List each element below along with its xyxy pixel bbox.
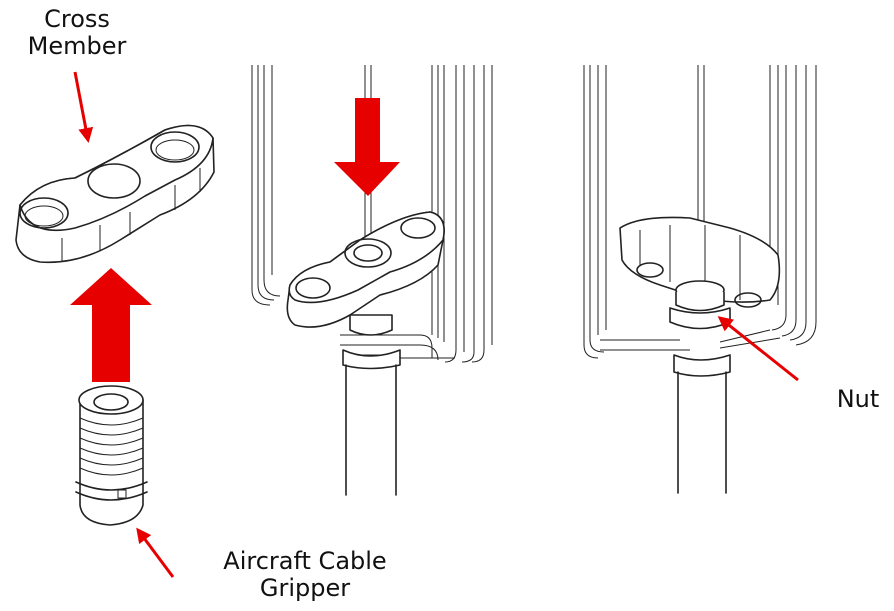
insert-arrow-up [70, 268, 152, 382]
assembly-step-installed [583, 65, 817, 494]
cross-member-part [15, 124, 215, 264]
callout-arrow-gripper [136, 527, 175, 578]
label-nut: Nut [836, 385, 880, 413]
callout-arrow-cross-member [73, 71, 94, 143]
label-cross-member: Cross Member [22, 6, 132, 60]
label-cross-member-line1: Cross [44, 5, 110, 33]
callout-arrow-nut [717, 316, 799, 382]
insert-arrow-down [334, 98, 400, 196]
cable-gripper-part [75, 385, 148, 526]
label-cross-member-line2: Member [27, 32, 127, 60]
label-gripper: Aircraft Cable Gripper [205, 548, 405, 602]
label-gripper-line2: Gripper [259, 574, 351, 602]
label-gripper-line1: Aircraft Cable [223, 547, 387, 575]
assembly-step-insert [251, 65, 493, 496]
